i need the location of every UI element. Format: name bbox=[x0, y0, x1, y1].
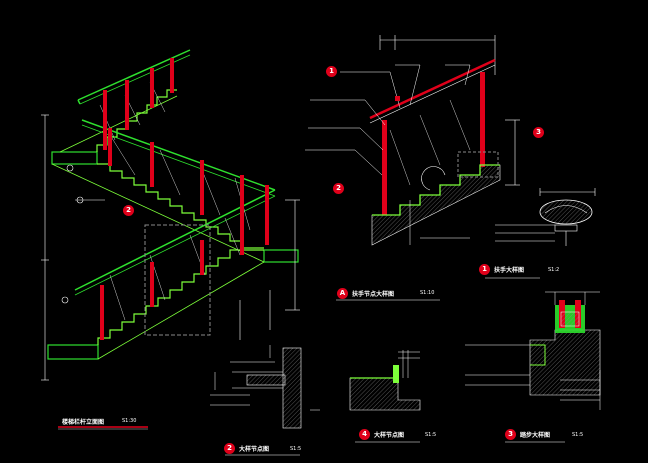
callout-section-left: 2 bbox=[333, 183, 344, 194]
balustrade-infill bbox=[99, 81, 251, 321]
bubble-detail-2: 2 bbox=[224, 443, 235, 454]
section-view-a bbox=[305, 35, 520, 246]
landing-upper-left bbox=[51, 151, 98, 165]
bubble-section-a: A bbox=[337, 288, 348, 299]
detail-1-handrail-profile bbox=[495, 188, 596, 246]
bubble-detail-1: 1 bbox=[479, 264, 490, 275]
section-post-left bbox=[382, 120, 387, 215]
detail-1-scale: S1:2 bbox=[548, 267, 560, 273]
main-elevation-title: 楼梯栏杆立面图 bbox=[62, 419, 105, 426]
detail-3-title: 踏步大样图 bbox=[520, 432, 551, 439]
lower-flight-steps bbox=[97, 249, 264, 345]
detail-2-title: 大样节点图 bbox=[239, 446, 270, 453]
middle-flight-steps bbox=[97, 163, 264, 249]
main-stair-elevation bbox=[41, 49, 300, 430]
callout-section-top: 1 bbox=[326, 66, 337, 77]
detail-4-scale: S1:5 bbox=[425, 432, 437, 438]
section-a-title: 扶手节点大样图 bbox=[352, 291, 395, 298]
bubble-detail-3: 3 bbox=[505, 429, 516, 440]
callout-section-right: 3 bbox=[533, 127, 544, 138]
section-a-scale: S1:10 bbox=[420, 290, 435, 296]
main-elevation-scale: S1:30 bbox=[122, 418, 137, 424]
detail-callout-box bbox=[144, 224, 211, 336]
callout-main-elevation: 2 bbox=[123, 205, 134, 216]
bubble-detail-4: 4 bbox=[359, 429, 370, 440]
section-handrail bbox=[369, 58, 496, 120]
detail-3-scale: S1:5 bbox=[572, 432, 584, 438]
detail-4-title: 大样节点图 bbox=[374, 432, 405, 439]
balustrade-posts bbox=[100, 58, 269, 340]
detail-2-scale: S1:5 bbox=[290, 446, 302, 452]
detail-3 bbox=[465, 291, 601, 410]
detail-1-title: 扶手大样图 bbox=[494, 267, 525, 274]
section-post-right bbox=[480, 72, 485, 167]
detail-2 bbox=[210, 345, 320, 429]
handrail-lower bbox=[74, 189, 276, 291]
landing-lower-left bbox=[47, 344, 99, 360]
landing-mid-right bbox=[263, 249, 299, 263]
detail-4 bbox=[349, 350, 421, 411]
